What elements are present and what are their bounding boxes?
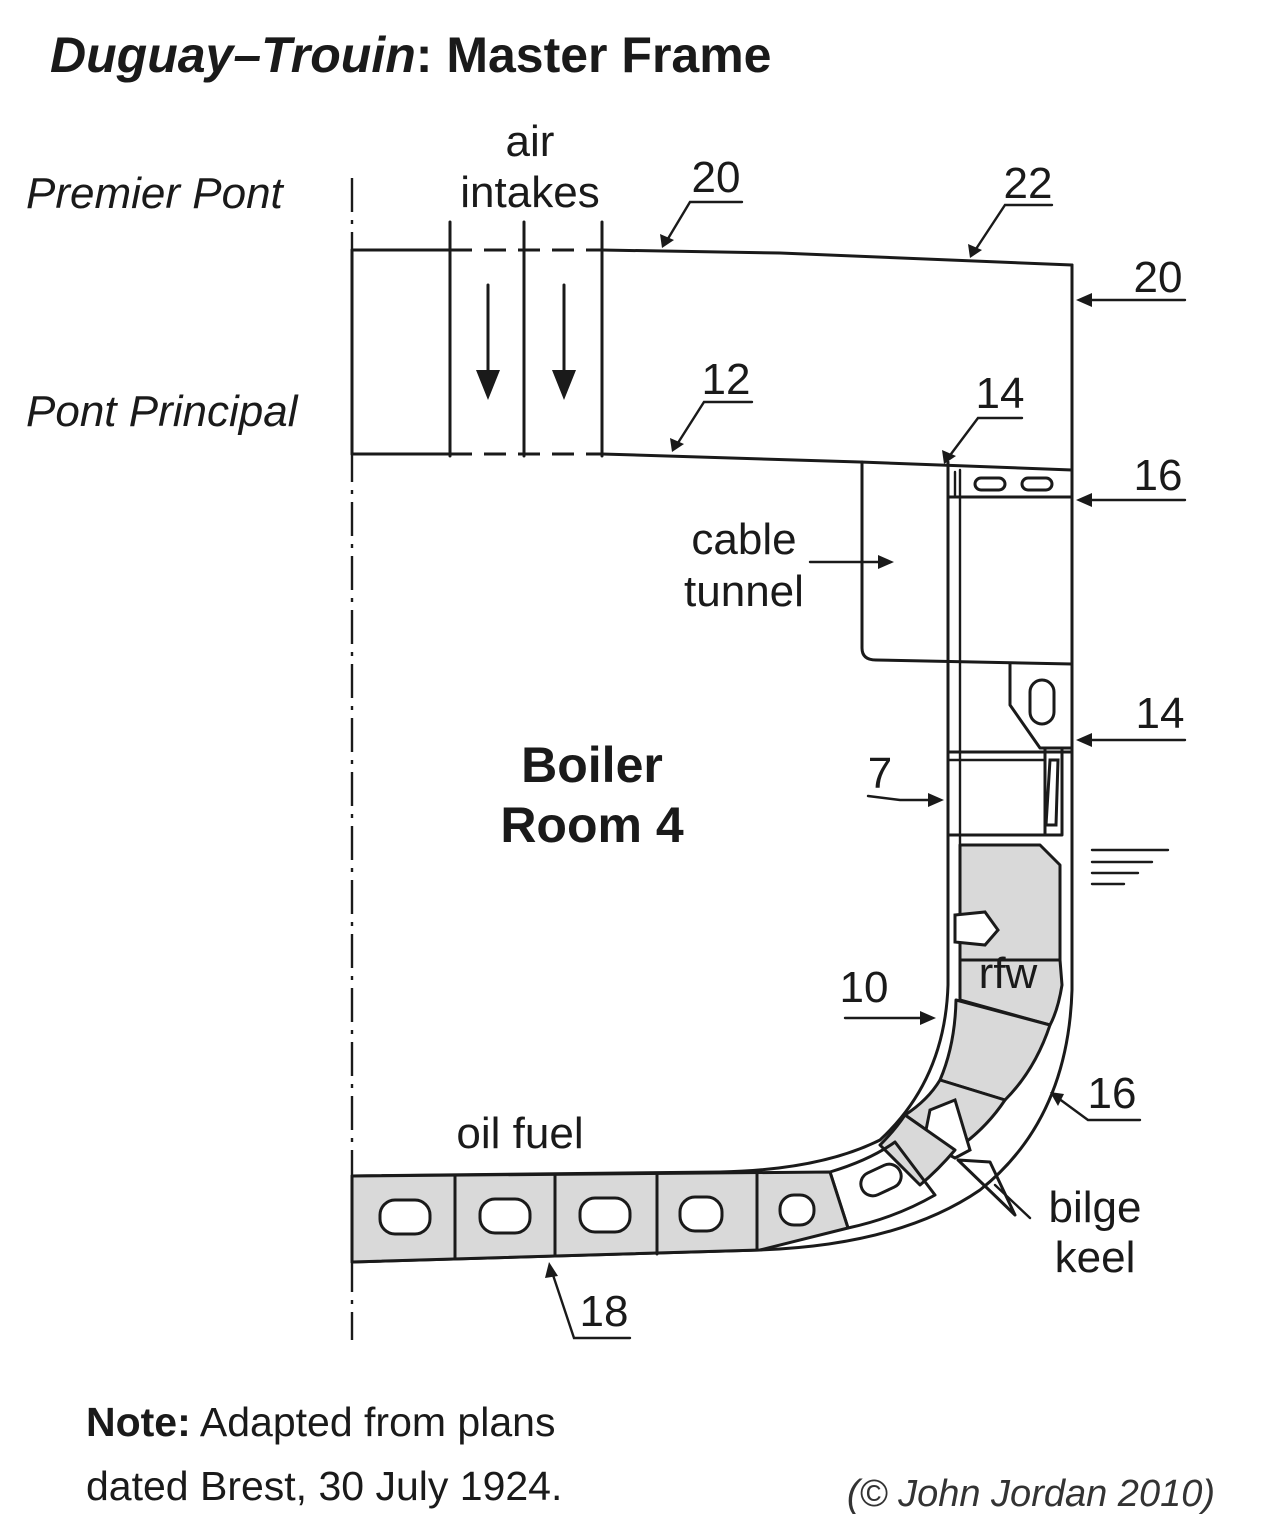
- thickness-deck-upper-right: 22: [1004, 159, 1053, 208]
- air-intakes: [350, 220, 604, 458]
- diagram-title: Duguay–Trouin: Master Frame: [50, 27, 771, 83]
- bilge-compartment: [828, 1140, 937, 1230]
- pont-principal-deck: [350, 452, 1074, 472]
- waterline-symbol: [1090, 848, 1170, 886]
- pont-principal-label: Pont Principal: [26, 387, 299, 436]
- bilge-tanks: [878, 998, 1052, 1187]
- thickness-bulkhead-inner: 7: [868, 749, 892, 798]
- intakes-label: intakes: [460, 168, 599, 217]
- credit-text: (© John Jordan 2010): [847, 1473, 1215, 1515]
- tunnel-label: tunnel: [684, 567, 804, 616]
- thickness-side-mid: 14: [1136, 689, 1185, 738]
- side-bracket: [946, 662, 1074, 837]
- premier-pont-label: Premier Pont: [26, 169, 285, 218]
- rfw-tank: [946, 833, 1064, 1027]
- bilge-keel: [956, 1158, 1017, 1217]
- thickness-deck-main-edge: 14: [976, 369, 1025, 418]
- air-label: air: [506, 117, 555, 166]
- oil-fuel-tanks: [350, 1170, 850, 1264]
- oil-fuel-label: oil fuel: [456, 1109, 583, 1158]
- note-line-2: dated Brest, 30 July 1924.: [86, 1463, 562, 1509]
- bilge-label: bilge: [1049, 1183, 1142, 1232]
- side-compartment: [946, 470, 1074, 499]
- leader-lines: [545, 200, 1187, 1340]
- note-line-1: Note: Adapted from plans: [86, 1399, 555, 1445]
- thickness-bottom: 18: [580, 1287, 629, 1336]
- thickness-bilge-plate: 16: [1088, 1069, 1137, 1118]
- cable-tunnel: [860, 460, 1074, 666]
- rfw-label: rfw: [979, 949, 1038, 998]
- cable-label: cable: [691, 515, 796, 564]
- premier-pont-deck: [350, 248, 1074, 267]
- keel-label: keel: [1055, 1233, 1136, 1282]
- thickness-deck-upper-left: 20: [692, 153, 741, 202]
- boiler-label: Boiler: [521, 737, 663, 793]
- hull-side: [350, 263, 1074, 1264]
- thickness-bulkhead-lower: 10: [840, 963, 889, 1012]
- thickness-side-belt-top: 16: [1134, 451, 1183, 500]
- thickness-side-top: 20: [1134, 253, 1183, 302]
- room-label: Room 4: [500, 797, 684, 853]
- thickness-deck-main: 12: [702, 355, 751, 404]
